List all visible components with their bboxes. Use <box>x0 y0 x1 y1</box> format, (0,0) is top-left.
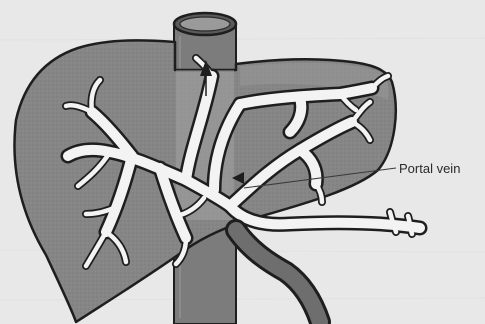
portal-vein-label: Portal vein <box>399 162 460 175</box>
